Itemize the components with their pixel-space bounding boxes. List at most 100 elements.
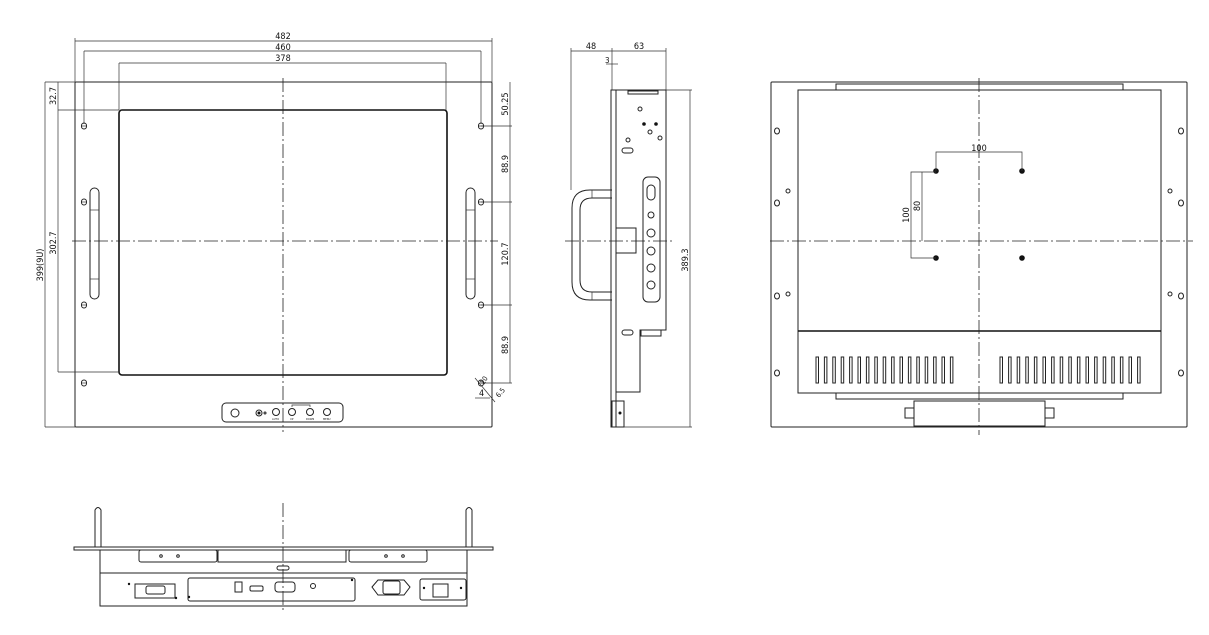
dim-overall-height: 399(9U) [36, 249, 46, 282]
dim-slot-offset: 4 [479, 389, 484, 399]
rack-panel-outline [74, 81, 493, 428]
rear-view: 100 100 80 [770, 78, 1193, 435]
vent-slot [1068, 356, 1072, 384]
dim-vesa-offset: 80 [913, 201, 923, 211]
vent-slot [874, 356, 878, 384]
vga-port [274, 581, 296, 593]
vent-slot [1076, 356, 1081, 384]
dim-screen-height: 302.7 [49, 231, 59, 254]
dim-body-height: 389.3 [681, 248, 691, 271]
vent-slot [1059, 356, 1064, 384]
down-button-label: DOWN [306, 417, 314, 421]
vent-slot [1033, 356, 1038, 384]
bottom-left-handle [94, 507, 102, 547]
vent-slot [949, 356, 954, 384]
dim-body-depth: 63 [634, 42, 644, 52]
vent-slot [1051, 356, 1055, 384]
ir-sensor-icon [230, 408, 240, 418]
side-handle [571, 189, 612, 301]
screw-hole [785, 188, 791, 194]
mounting-holes [81, 122, 484, 387]
screw-hole [1167, 291, 1173, 297]
power-led-icon [255, 409, 263, 417]
rack-slot [774, 127, 780, 135]
dim-slot-angle: 6.5 [494, 386, 507, 399]
vent-slot [907, 356, 912, 384]
bottom-view [73, 503, 494, 610]
dim-flange-thickness: 3 [605, 56, 610, 65]
dim-vesa-horizontal: 100 [971, 144, 986, 154]
vent-slot [899, 356, 903, 384]
vent-slot [882, 356, 887, 384]
rack-slot [1178, 199, 1184, 207]
power-switch-housing [419, 578, 467, 601]
dim-screen-width: 378 [275, 54, 290, 64]
vent-slot [1042, 356, 1046, 384]
rear-rack-holes [774, 127, 1184, 377]
dim-hole-spacing-middle: 120.7 [501, 242, 511, 265]
right-handle [465, 187, 476, 300]
serial-port [134, 583, 176, 599]
vent-slot [865, 356, 870, 384]
power-inlet [371, 579, 411, 596]
vent-slot [1025, 356, 1029, 384]
rack-slot [774, 292, 780, 300]
auto-button-label: AUTO [272, 417, 279, 421]
bottom-right-handle [465, 507, 473, 547]
vent-slot [924, 356, 929, 384]
up-button-label: UP [290, 417, 294, 421]
vent-slots [815, 356, 1141, 384]
front-flange [610, 89, 617, 428]
vent-slot [1119, 356, 1124, 384]
rack-slot [774, 369, 780, 377]
vent-slot [1016, 356, 1021, 384]
dc-jack [234, 581, 243, 593]
vent-slot [999, 356, 1003, 384]
screw-hole [785, 291, 791, 297]
menu-button [323, 408, 331, 416]
vent-slot [1137, 356, 1141, 384]
dim-top-to-screen: 32.7 [49, 87, 59, 105]
dim-vesa-vertical: 100 [902, 207, 912, 222]
vent-slot [823, 356, 828, 384]
vent-slot [941, 356, 945, 384]
dim-hole-spacing-2: 88.9 [501, 336, 511, 354]
dim-hole-spacing-1: 88.9 [501, 155, 511, 173]
down-button [306, 408, 314, 416]
control-panel [221, 402, 344, 423]
up-button [288, 408, 296, 416]
dim-hole-spacing-width: 460 [275, 43, 290, 53]
screw-hole [1167, 188, 1173, 194]
audio-jack [310, 583, 316, 589]
vent-slot [832, 356, 836, 384]
auto-button [272, 408, 280, 416]
power-switch [432, 583, 449, 598]
side-control-strip [642, 176, 661, 303]
vent-slot [840, 356, 845, 384]
rack-slot [1178, 127, 1184, 135]
dim-top-to-first-hole: 50.25 [501, 92, 511, 115]
vent-slot [1085, 356, 1089, 384]
rack-slot [1178, 369, 1184, 377]
io-board [187, 577, 356, 602]
vent-slot [815, 356, 819, 384]
dim-overall-width: 482 [275, 32, 290, 42]
menu-button-label: MENU [323, 417, 331, 421]
vent-slot [849, 356, 853, 384]
vent-slot [1128, 356, 1132, 384]
dim-slot-size: 10 [479, 375, 490, 386]
rack-slot [774, 199, 780, 207]
front-view: AUTO UP DOWN MENU 482 460 378 399(9U) 32… [36, 32, 512, 432]
vent-slot [1008, 356, 1012, 384]
vent-slot [933, 356, 937, 384]
rear-body [797, 89, 1162, 332]
vent-slot [916, 356, 920, 384]
side-view: 48 63 3 389.3 [565, 42, 692, 428]
vent-slot [1102, 356, 1107, 384]
rear-stand [913, 400, 1046, 427]
vent-slot [1111, 356, 1115, 384]
hdmi-port [249, 585, 264, 592]
dim-front-depth: 48 [586, 42, 596, 52]
